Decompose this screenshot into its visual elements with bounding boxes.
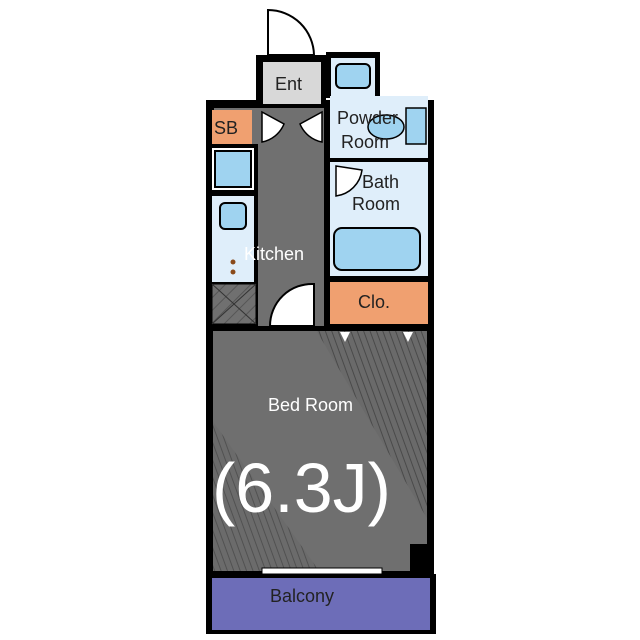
sink-icon — [219, 202, 247, 230]
bedroom-door[interactable] — [268, 282, 315, 327]
powder-room-label-line2: Room — [341, 132, 389, 152]
powder-room: Powder Room — [326, 52, 428, 158]
kitchen-label: Kitchen — [244, 244, 304, 264]
washbasin-icon — [405, 107, 427, 145]
entry-door[interactable] — [267, 8, 316, 56]
kitchen-counter — [212, 196, 254, 282]
closet-door-mark — [403, 332, 413, 342]
appliance-space — [212, 148, 254, 190]
entrance-label: Ent — [275, 74, 302, 94]
bed-room: Bed Room (6.3J) — [211, 329, 432, 586]
burner-icon — [230, 259, 236, 265]
balcony: Balcony — [206, 574, 436, 634]
bed-room-size: (6.3J) — [212, 449, 391, 527]
balcony-label: Balcony — [270, 586, 334, 606]
shoe-box: SB — [212, 110, 252, 144]
shoe-box-label: SB — [214, 118, 238, 138]
bath-room-label-line1: Bath — [362, 172, 399, 192]
bath-room: Bath Room — [330, 162, 428, 276]
closet-door-mark — [340, 332, 350, 342]
hall-door-right[interactable] — [299, 110, 323, 143]
burner-icon — [230, 269, 236, 275]
toilet-tank-icon — [335, 63, 371, 89]
closet-label: Clo. — [358, 292, 390, 312]
powder-room-label-line1: Powder — [337, 108, 398, 128]
hall-door-left[interactable] — [261, 110, 285, 143]
toilet-bowl-icon — [367, 114, 405, 140]
bathtub-icon — [333, 227, 421, 271]
window — [261, 567, 383, 575]
bath-room-label-line2: Room — [352, 194, 400, 214]
bed-room-label: Bed Room — [268, 395, 353, 415]
bath-door[interactable] — [335, 165, 363, 197]
entrance-area: Ent — [256, 8, 326, 107]
closet: Clo. — [330, 282, 428, 324]
